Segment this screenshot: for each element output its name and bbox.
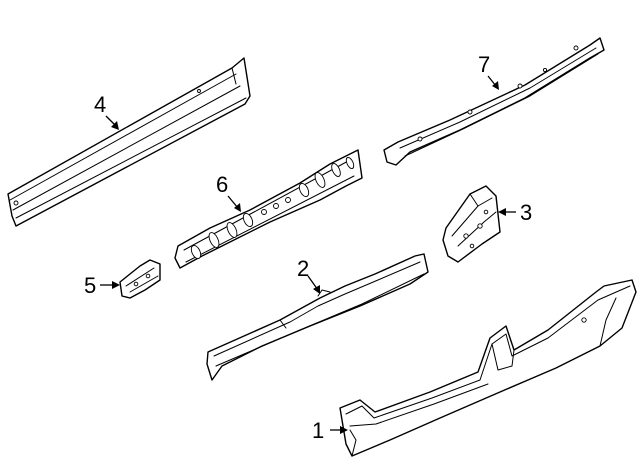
leader-5 xyxy=(100,281,120,289)
callout-4[interactable]: 4 xyxy=(94,92,106,117)
part-small-bracket[interactable] xyxy=(119,259,161,299)
part-upper-rail[interactable] xyxy=(7,57,251,227)
callout-5[interactable]: 5 xyxy=(84,273,96,298)
callout-7[interactable]: 7 xyxy=(478,52,490,77)
callout-2[interactable]: 2 xyxy=(297,256,309,281)
leader-2 xyxy=(307,275,320,294)
leader-4 xyxy=(105,115,119,130)
leader-7 xyxy=(487,75,499,90)
part-roof-rail[interactable] xyxy=(383,37,605,166)
callout-3[interactable]: 3 xyxy=(520,200,532,225)
callout-6[interactable]: 6 xyxy=(216,172,228,197)
part-reinforcement[interactable] xyxy=(174,149,363,269)
callout-1[interactable]: 1 xyxy=(312,418,324,443)
leader-6 xyxy=(227,195,241,212)
part-bracket[interactable] xyxy=(442,185,501,263)
part-inner-rocker[interactable] xyxy=(206,253,429,381)
leader-3 xyxy=(498,208,516,216)
leader-1 xyxy=(330,426,348,434)
part-rocker-panel[interactable] xyxy=(339,279,637,457)
